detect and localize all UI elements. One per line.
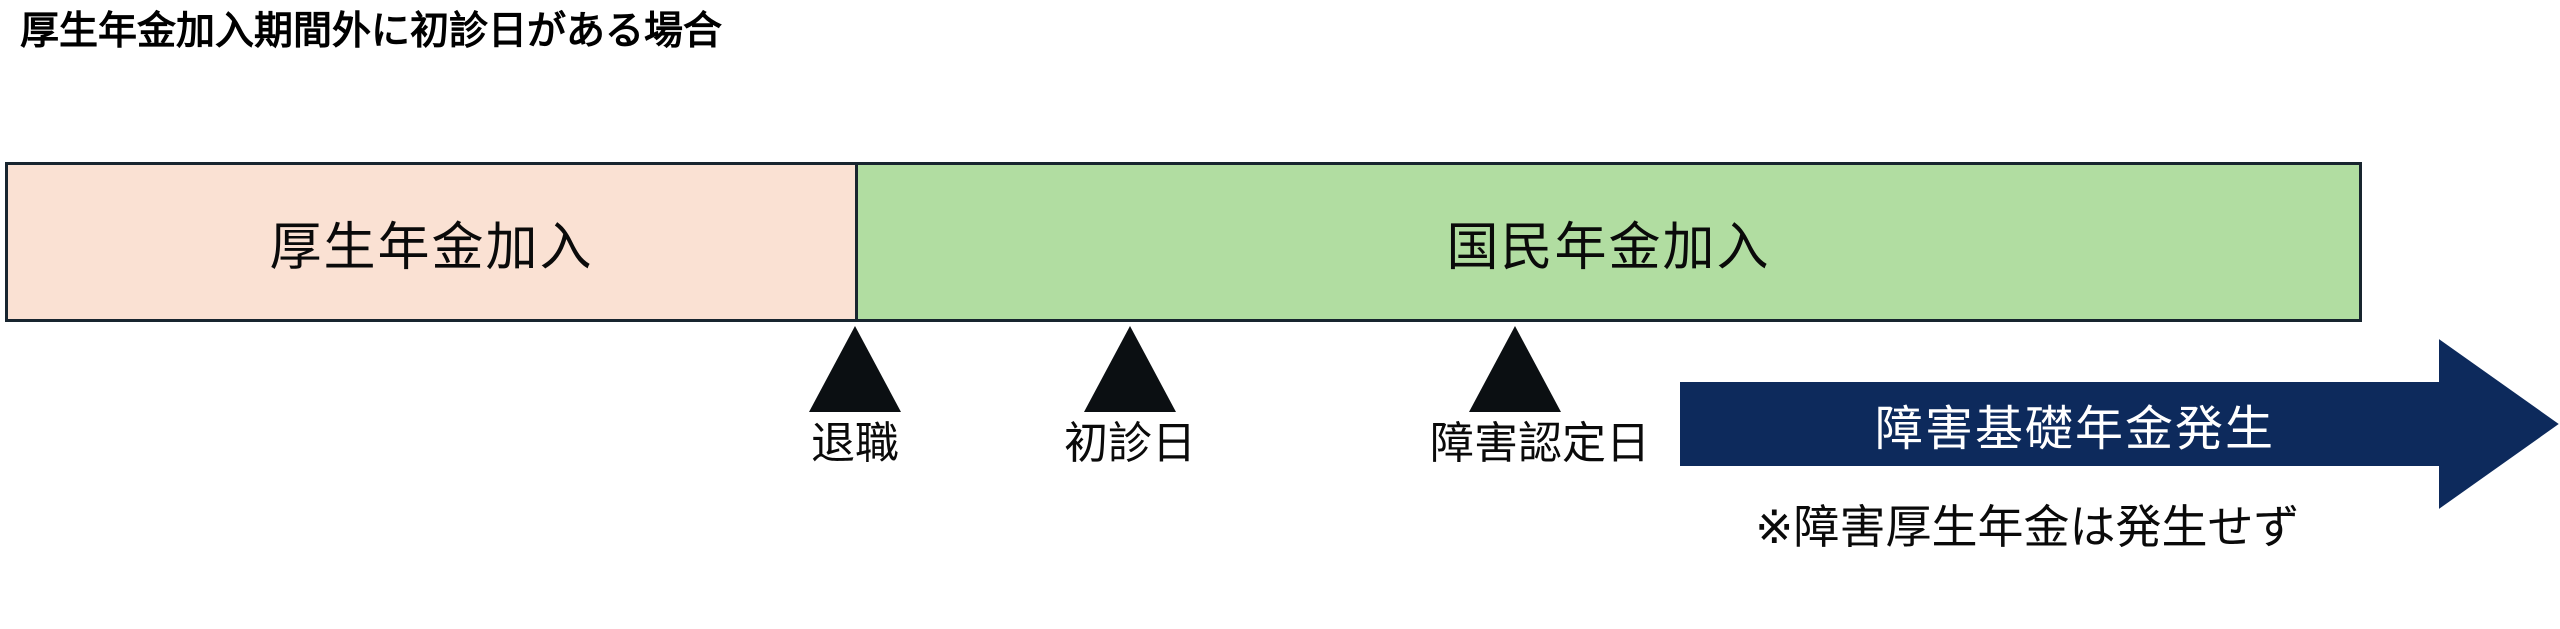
timeline-marker-label: 初診日 bbox=[1064, 419, 1196, 468]
timeline-marker-first-visit: 初診日 bbox=[1045, 326, 1215, 470]
timeline-segment-kokumin-nenkin: 国民年金加入 bbox=[858, 165, 2359, 319]
page-title: 厚生年金加入期間外に初診日がある場合 bbox=[20, 10, 723, 53]
up-triangle-icon bbox=[809, 326, 901, 412]
right-arrow-banner-icon bbox=[1680, 339, 2559, 509]
timeline-marker-retirement: 退職 bbox=[770, 326, 940, 470]
footnote: ※障害厚生年金は発生せず bbox=[1755, 501, 2300, 553]
timeline-segment-label: 厚生年金加入 bbox=[269, 218, 594, 277]
timeline-marker-label: 障害認定日 bbox=[1430, 419, 1650, 468]
up-triangle-icon bbox=[1084, 326, 1176, 412]
timeline-segment-kosei-nenkin: 厚生年金加入 bbox=[8, 165, 858, 319]
up-triangle-icon bbox=[1469, 326, 1561, 412]
timeline-marker-disability-recognition: 障害認定日 bbox=[1430, 326, 1650, 470]
timeline-bar: 厚生年金加入 国民年金加入 bbox=[5, 162, 2362, 322]
timeline-marker-label: 退職 bbox=[811, 419, 899, 468]
timeline-segment-label: 国民年金加入 bbox=[1446, 218, 1771, 277]
benefit-arrow: 障害基礎年金発生 bbox=[1680, 338, 2560, 510]
